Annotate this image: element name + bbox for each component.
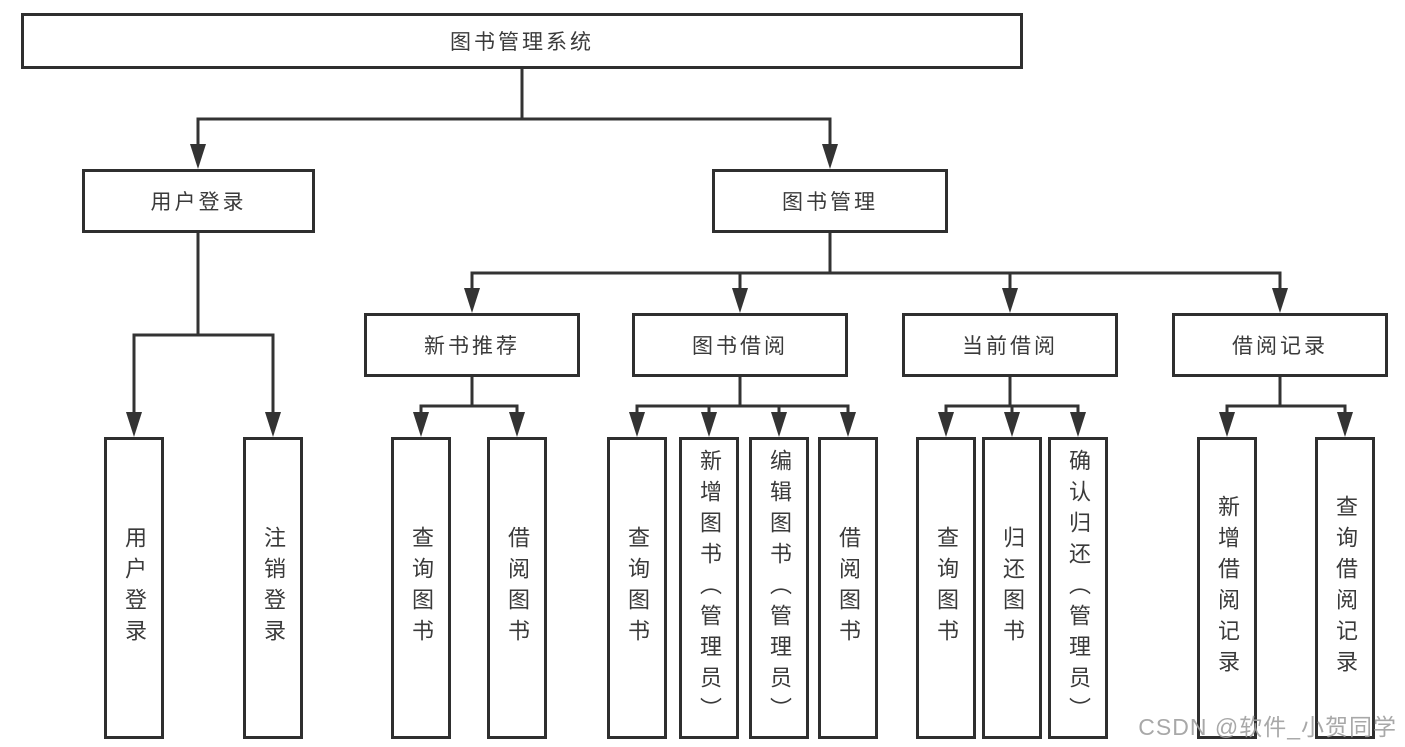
- leaf-query-books-recommendation: 查询图书: [391, 437, 451, 739]
- node-label: 用户登录: [150, 191, 247, 214]
- leaf-borrow-books-borrowing: 借阅图书: [818, 437, 878, 739]
- node-library-management-system: 图书管理系统: [21, 13, 1023, 69]
- leaf-label: 借阅图书: [505, 526, 530, 650]
- node-label: 新书推荐: [424, 335, 520, 358]
- node-label: 当前借阅: [962, 335, 1058, 358]
- leaf-add-borrow-record: 新增借阅记录: [1197, 437, 1257, 739]
- csdn-watermark: CSDN @软件_小贺同学: [1138, 714, 1397, 740]
- leaf-edit-book-admin: 编辑图书（管理员）: [749, 437, 809, 739]
- leaf-label: 编辑图书（管理员）: [767, 448, 792, 728]
- node-book-borrowing: 图书借阅: [632, 313, 848, 377]
- leaf-label: 查询借阅记录: [1333, 495, 1358, 681]
- leaf-return-books: 归还图书: [982, 437, 1042, 739]
- leaf-label: 查询图书: [409, 526, 434, 650]
- node-user-login: 用户登录: [82, 169, 315, 233]
- node-new-book-recommendation: 新书推荐: [364, 313, 580, 377]
- leaf-label: 用户登录: [122, 526, 147, 650]
- leaf-label: 查询图书: [934, 526, 959, 650]
- leaf-query-borrow-record: 查询借阅记录: [1315, 437, 1375, 739]
- leaf-label: 确认归还（管理员）: [1066, 448, 1091, 728]
- leaf-query-books-borrowing: 查询图书: [607, 437, 667, 739]
- node-current-borrowing: 当前借阅: [902, 313, 1118, 377]
- leaf-user-login: 用户登录: [104, 437, 164, 739]
- node-label: 图书管理系统: [450, 31, 594, 54]
- leaf-logout: 注销登录: [243, 437, 303, 739]
- leaf-label: 新增借阅记录: [1215, 495, 1240, 681]
- node-book-management: 图书管理: [712, 169, 948, 233]
- node-label: 图书借阅: [692, 335, 788, 358]
- leaf-borrow-books-recommendation: 借阅图书: [487, 437, 547, 739]
- leaf-label: 查询图书: [625, 526, 650, 650]
- leaf-label: 借阅图书: [836, 526, 861, 650]
- leaf-label: 注销登录: [261, 526, 286, 650]
- leaf-label: 归还图书: [1000, 526, 1025, 650]
- leaf-query-books-current: 查询图书: [916, 437, 976, 739]
- node-label: 图书管理: [782, 191, 878, 214]
- node-label: 借阅记录: [1232, 335, 1328, 358]
- leaf-label: 新增图书（管理员）: [697, 448, 722, 728]
- node-borrowing-records: 借阅记录: [1172, 313, 1388, 377]
- leaf-confirm-return-admin: 确认归还（管理员）: [1048, 437, 1108, 739]
- leaf-add-book-admin: 新增图书（管理员）: [679, 437, 739, 739]
